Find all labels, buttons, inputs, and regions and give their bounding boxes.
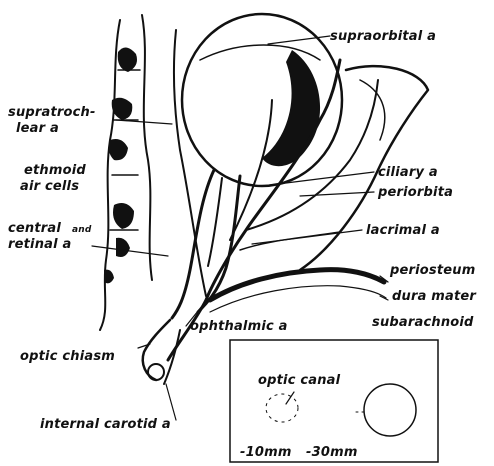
label-supratrochlear-1: supratroch- xyxy=(8,105,96,120)
label-ethmoid-2: air cells xyxy=(20,179,79,194)
label-ciliary: ciliary a xyxy=(378,165,438,180)
label-periosteum: periosteum xyxy=(389,263,476,278)
label-supraorbital: supraorbital a xyxy=(330,29,436,44)
inset-pointer xyxy=(286,392,294,404)
label-dura: dura mater xyxy=(392,289,477,304)
label-ethmoid-1: ethmoid xyxy=(24,163,86,178)
label-central-2: retinal a xyxy=(8,237,71,252)
ethmoid-air-cells-drawing xyxy=(100,15,152,330)
inset-dim-left: -10mm xyxy=(240,445,292,460)
inset-dim-right: -30mm xyxy=(306,445,358,460)
label-periorbita: periorbita xyxy=(377,185,453,200)
inset-canal-small xyxy=(266,394,298,422)
label-ophthalmic: ophthalmic a xyxy=(190,319,288,334)
inset-title: optic canal xyxy=(258,373,341,388)
label-optic-chiasm: optic chiasm xyxy=(20,349,115,364)
optic-canal-inset: optic canal -10mm -30mm xyxy=(230,340,438,462)
label-central-and: and xyxy=(72,225,92,235)
label-central-1: central xyxy=(8,221,61,236)
inset-canal-large xyxy=(364,384,416,436)
label-lacrimal: lacrimal a xyxy=(366,223,440,238)
label-internal-carotid: internal carotid a xyxy=(40,417,171,432)
chiasm-carotid-drawing xyxy=(143,320,180,384)
inset-frame xyxy=(230,340,438,462)
label-subarachnoid: subarachnoid xyxy=(372,315,474,330)
label-supratrochlear-2: lear a xyxy=(16,121,59,136)
ophthalmic-artery-drawing xyxy=(168,30,378,360)
